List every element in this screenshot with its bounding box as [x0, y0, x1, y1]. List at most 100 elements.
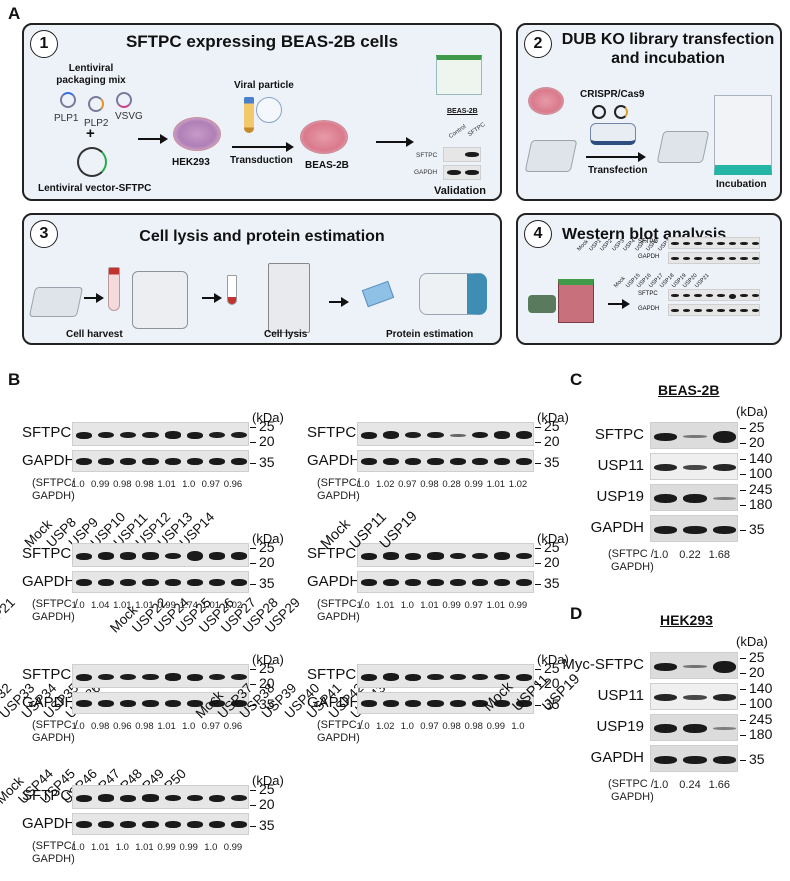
band: [405, 673, 422, 681]
band: [449, 700, 466, 707]
ratio-value: 1.01: [135, 842, 154, 853]
band: [728, 294, 736, 299]
ratio-value: 1.0: [400, 600, 414, 611]
panel-label-b: B: [8, 370, 21, 389]
mini-row-label: SFTPC: [638, 239, 658, 245]
band: [405, 700, 422, 707]
marker: 35: [740, 751, 765, 767]
band: [208, 579, 225, 586]
ratio-label: GAPDH): [32, 611, 75, 623]
band: [682, 294, 690, 297]
band: [465, 152, 479, 157]
marker-25: 25: [250, 418, 275, 434]
ratio-value: 1.0: [115, 842, 129, 853]
band: [142, 700, 159, 707]
band: [493, 552, 510, 560]
gel-gapdh: [357, 571, 534, 593]
marker-20: 20: [535, 554, 560, 570]
band: [120, 794, 137, 802]
ratio-label: (SFTPC /: [317, 598, 363, 610]
cell-harvest-label: Cell harvest: [66, 329, 123, 340]
band: [705, 257, 713, 260]
band: [98, 794, 115, 802]
gel-gapdh: [72, 450, 249, 472]
gel-sftpc: [72, 785, 249, 809]
band: [654, 724, 678, 733]
row-label: GAPDH: [590, 749, 644, 766]
ratio-value: 0.97: [201, 721, 221, 732]
band: [694, 309, 702, 312]
band: [164, 821, 181, 828]
ratio-value: 0.99: [223, 842, 243, 853]
band: [383, 673, 400, 681]
ratio-value: 0.96: [223, 721, 243, 732]
validation-lane-sftpc: SFTPC: [467, 121, 487, 139]
validation-row-gapdh: GAPDH: [414, 169, 438, 176]
kda-unit-label: (kDa): [736, 404, 768, 419]
band: [683, 435, 707, 438]
band: [142, 673, 159, 681]
band: [383, 431, 400, 439]
row-label: Myc-SFTPC: [562, 656, 644, 673]
row-label-sftpc: SFTPC: [22, 424, 72, 441]
ratio-value: 1.02: [375, 479, 395, 490]
band: [427, 579, 444, 586]
band: [142, 552, 159, 560]
ratio-value: 1.01: [201, 600, 221, 611]
ratio-value: 1.0: [182, 721, 196, 732]
band: [76, 821, 93, 828]
mini-row-label: SFTPC: [638, 291, 658, 297]
microplate-pipette-icon: [361, 280, 395, 308]
band: [712, 755, 736, 764]
band: [186, 458, 203, 465]
band: [405, 579, 422, 586]
power-supply-icon: [528, 295, 556, 313]
band: [449, 433, 466, 437]
protein-estimation-label: Protein estimation: [386, 329, 474, 340]
validation-row-sftpc: SFTPC: [416, 152, 438, 159]
band: [740, 257, 748, 260]
eppendorf-tube-icon: [227, 275, 237, 305]
band: [164, 552, 181, 560]
band: [717, 242, 725, 245]
marker-35: 35: [250, 575, 275, 591]
band: [76, 794, 93, 802]
ratio-value: 1.04: [90, 600, 110, 611]
band: [120, 700, 137, 707]
arrow-icon: [138, 134, 168, 144]
band: [208, 821, 225, 828]
ratio-value: 1.74: [179, 600, 198, 611]
band: [712, 430, 736, 443]
band: [230, 458, 247, 465]
ratio-value: 0.98: [464, 721, 483, 732]
row-label: USP19: [596, 718, 644, 735]
band: [705, 294, 713, 297]
band: [493, 431, 510, 439]
ratio-value: 0.99: [179, 842, 198, 853]
band: [515, 700, 532, 707]
centrifuge-icon: [132, 271, 188, 329]
band: [493, 673, 510, 681]
validation-gel-gapdh: [443, 165, 481, 180]
electrophoresis-tank-icon: [436, 55, 482, 95]
marker-35: 35: [535, 696, 560, 712]
ratio-value: 1.01: [90, 842, 110, 853]
marker-35: 35: [250, 454, 275, 470]
marker: 140: [740, 450, 772, 466]
band: [383, 458, 400, 465]
gel-row: [650, 422, 738, 449]
gel-gapdh: [357, 450, 534, 472]
step-2-title: DUB KO library transfection and incubati…: [561, 31, 775, 67]
band: [186, 700, 203, 707]
band: [449, 458, 466, 465]
ratio-value: 1.01: [157, 721, 176, 732]
arrow-icon: [329, 297, 349, 307]
band: [361, 673, 378, 681]
step-2-number: 2: [524, 30, 552, 58]
cell-lysis-label: Cell lysis: [264, 329, 308, 340]
ratio-label: GAPDH): [317, 732, 360, 744]
band: [471, 431, 488, 439]
ratio-label: GAPDH): [32, 732, 75, 744]
ratio-value: 1.0: [204, 842, 218, 853]
